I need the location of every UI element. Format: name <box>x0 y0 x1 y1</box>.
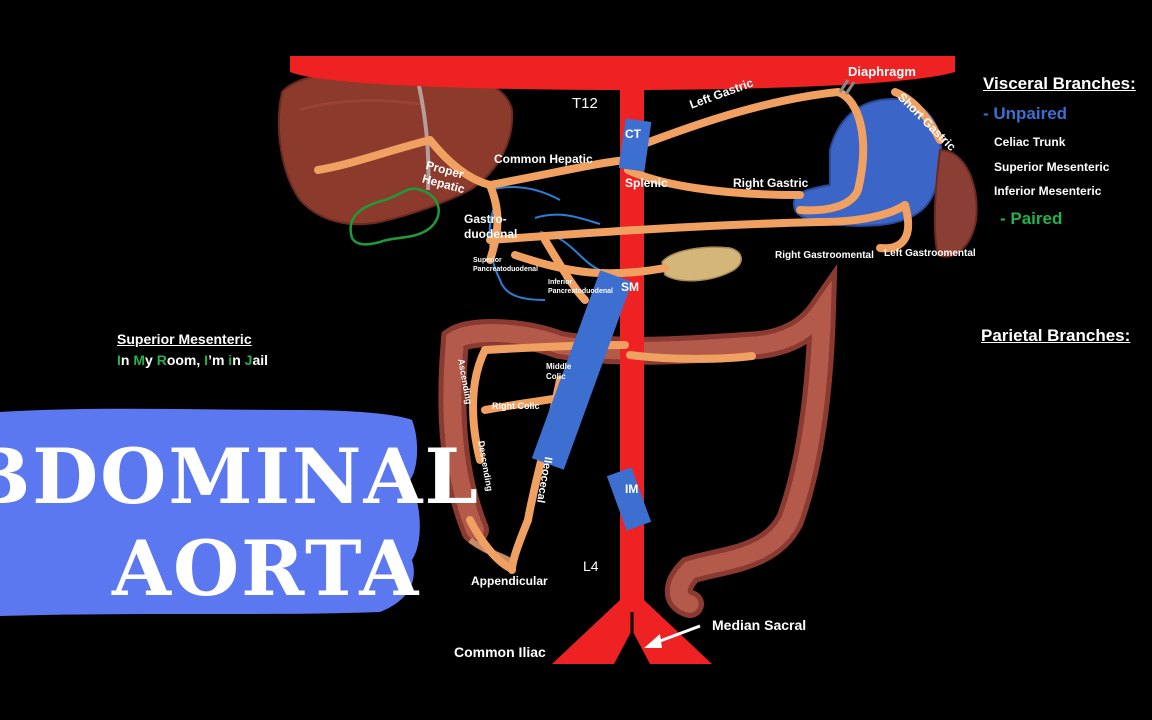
gallbladder-outline <box>349 187 440 246</box>
median-sacral-label: Median Sacral <box>712 617 807 633</box>
common-hepatic-label: Common Hepatic <box>494 152 593 166</box>
mnemonic-text: n <box>232 352 245 368</box>
ct-label: CT <box>625 127 641 141</box>
mnemonic-text: ’m <box>208 352 229 368</box>
paired-heading: - Paired <box>1000 209 1063 228</box>
mnemonic-initial: M <box>133 352 146 368</box>
banner-line-1: BDOMINAL <box>0 432 480 521</box>
mnemonic-initial: i <box>228 352 233 368</box>
mnemonic-initial: I <box>117 352 121 368</box>
mnemonic-text: oom, <box>166 352 205 368</box>
mnemonic-initial: R <box>156 352 167 368</box>
splenic-label: Splenic <box>625 176 668 190</box>
middle-colic-label: Middle Colic <box>546 362 572 381</box>
t12-label: T12 <box>572 95 598 112</box>
celiac-trunk-item: Celiac Trunk <box>994 135 1066 149</box>
inferior-mesenteric-item: Inferior Mesenteric <box>994 184 1102 198</box>
sm-label: SM <box>621 280 639 294</box>
diaphragm <box>290 56 955 90</box>
superior-pancreatoduodenal-label: Superior Pancreatoduodenal <box>473 257 538 273</box>
left-gastroomental-label: Left Gastroomental <box>884 248 976 259</box>
parietal-branches-title: Parietal Branches: <box>981 326 1131 345</box>
appendicular-label: Appendicular <box>471 574 548 588</box>
spleen <box>933 148 978 258</box>
mnemonic-text: n <box>120 352 134 368</box>
mnemonic-phrase: In My Room, I’m in Jail <box>117 352 268 368</box>
right-colic-label: Right Colic <box>492 401 540 411</box>
gastroduodenal-label: Gastro-duodenal <box>464 212 518 241</box>
superior-mesenteric-item: Superior Mesenteric <box>994 160 1110 174</box>
unpaired-heading: - Unpaired <box>983 104 1068 123</box>
mnemonic-text: y <box>145 352 157 368</box>
mnemonic-text: ail <box>252 352 269 368</box>
diaphragm-label: Diaphragm <box>848 64 916 79</box>
stomach <box>792 98 943 227</box>
mnemonic-initial: J <box>244 352 253 368</box>
common-iliac-label: Common Iliac <box>454 644 546 660</box>
right-gastroomental-label: Right Gastroomental <box>775 250 874 261</box>
title-banner <box>0 408 420 616</box>
celiac-trunk-box <box>618 118 652 172</box>
mnemonic-initial: I <box>204 352 209 368</box>
pancreas <box>661 246 742 282</box>
inferior-mesenteric-box <box>606 467 652 531</box>
aorta <box>552 86 712 664</box>
superior-mesenteric-box <box>531 270 633 470</box>
im-label: IM <box>625 482 639 496</box>
visceral-branches-title: Visceral Branches: <box>983 74 1136 93</box>
mnemonic-title: Superior Mesenteric <box>117 331 252 347</box>
colon <box>438 263 838 618</box>
right-gastric-label: Right Gastric <box>733 176 809 190</box>
banner-line-2: AORTA <box>112 524 421 613</box>
median-sacral-arrow <box>644 624 701 648</box>
l4-label: L4 <box>583 558 599 574</box>
inferior-pancreatoduodenal-label: Inferior Pancreatoduodenal <box>548 279 613 295</box>
